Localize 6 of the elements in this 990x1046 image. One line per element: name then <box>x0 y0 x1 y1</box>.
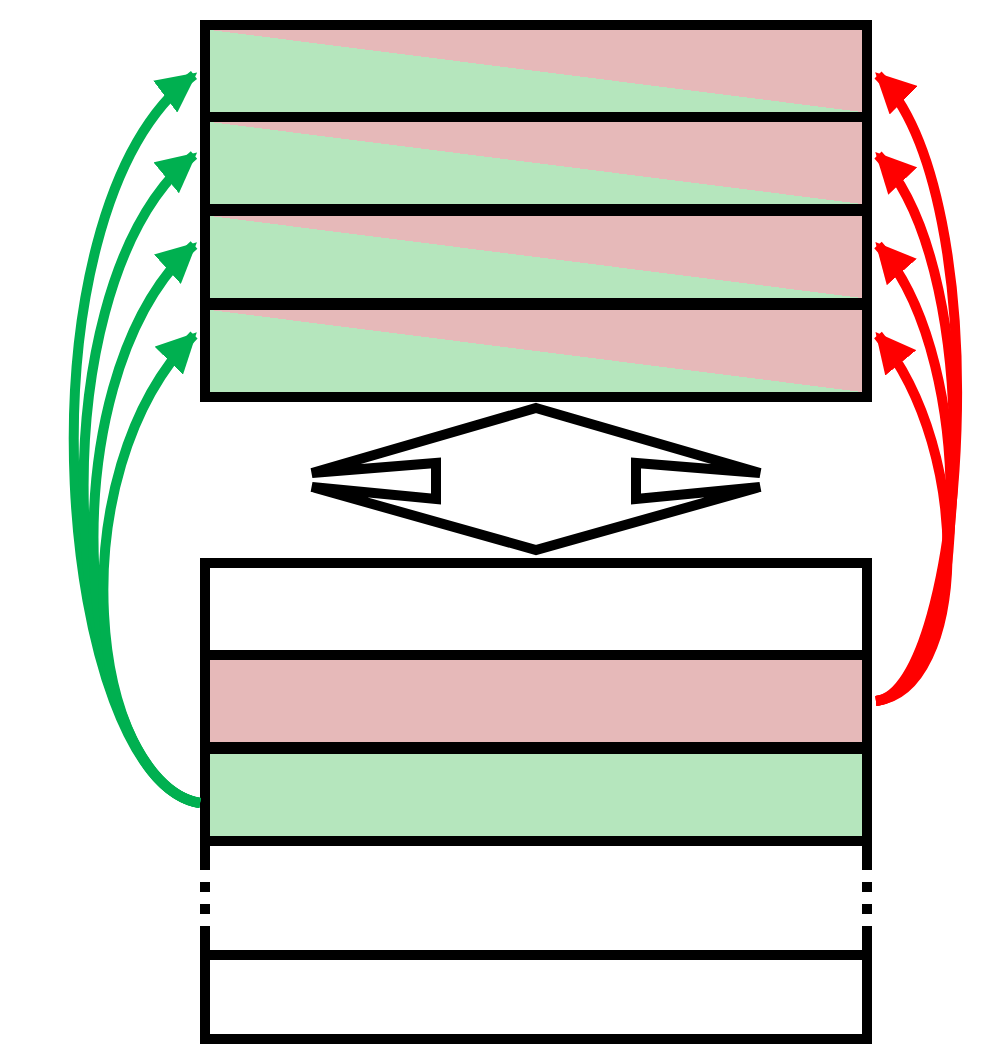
curved-arrow <box>79 151 203 808</box>
stack-bar <box>200 950 872 1044</box>
curved-arrow <box>873 331 953 706</box>
curved-arrow <box>69 71 203 808</box>
curved-arrow <box>99 331 202 808</box>
double-block-arrow <box>307 402 765 556</box>
